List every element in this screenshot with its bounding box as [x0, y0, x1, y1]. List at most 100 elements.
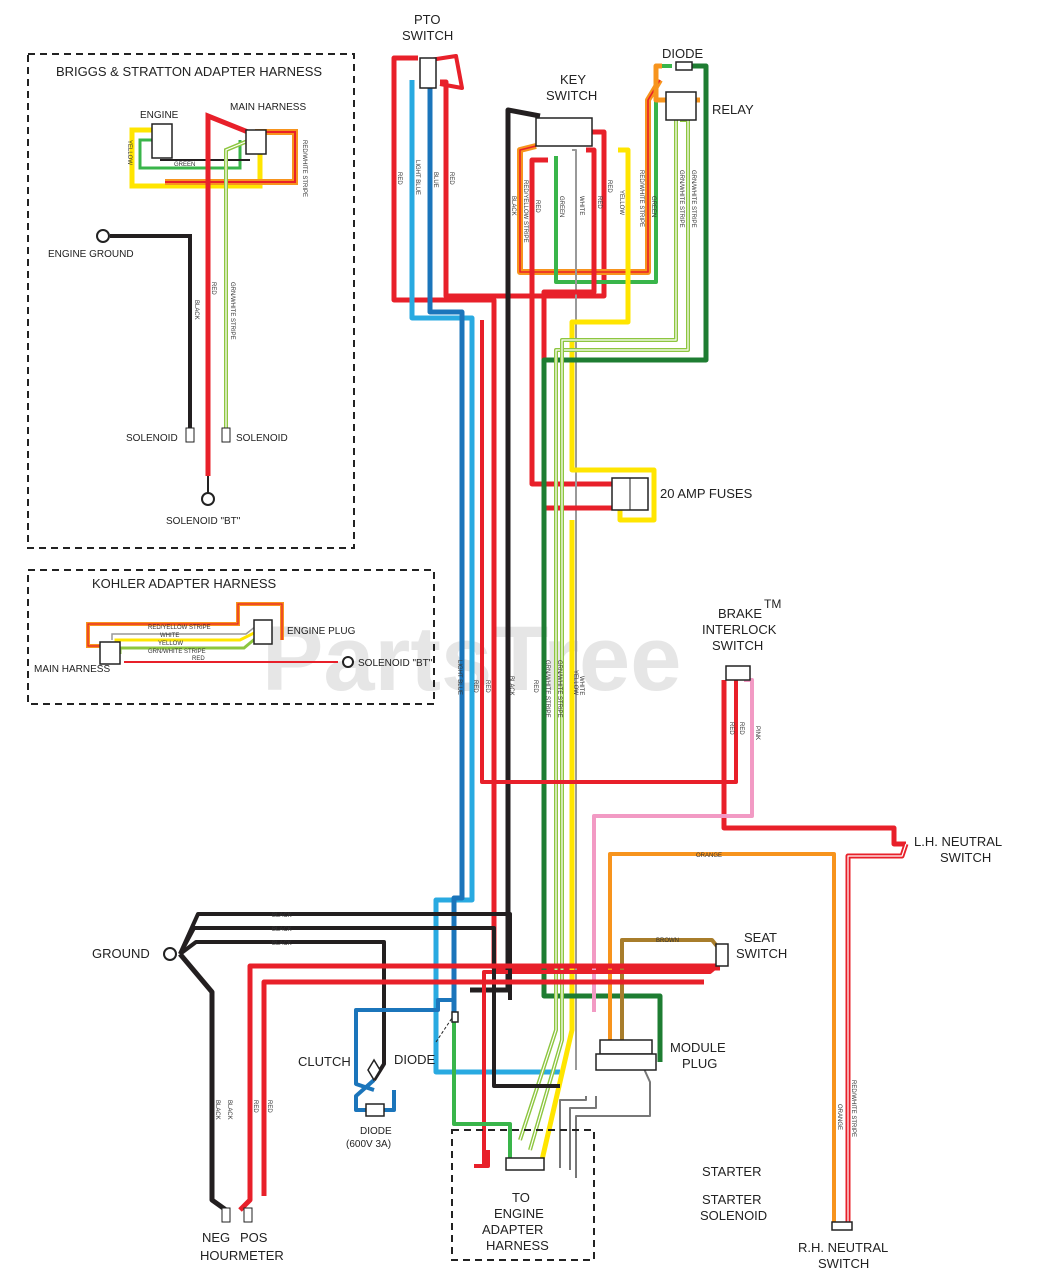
lbl-orange-rh: ORANGE [836, 1104, 842, 1130]
kohler-solenoid-terminal [342, 656, 354, 668]
briggs-black-wire [110, 234, 192, 432]
lbl-red-pto-2: RED [448, 172, 454, 185]
kohler-solenoid-label: SOLENOID "BT" [358, 658, 433, 669]
lbl-black-1: BLACK [272, 913, 292, 919]
kohler-lbl-white: WHITE [160, 633, 179, 639]
briggs-lbl-grnwhite: GRN/WHITE STRIPE [229, 282, 235, 340]
relay-body [665, 91, 697, 121]
wire-black-ground-2 [178, 926, 560, 1088]
kohler-main-connector [99, 641, 121, 665]
briggs-red-white-wire [165, 129, 298, 185]
solenoid-b-label: SOLENOID [236, 433, 288, 444]
brake-switch-label: BRAKE INTERLOCK SWITCH [702, 606, 780, 653]
key-switch-label-line-1: KEY [560, 72, 586, 87]
hourmeter-pos-terminal [243, 1207, 253, 1223]
seat-switch-label-line-1: SEAT [744, 930, 777, 945]
key-switch-label: KEY SWITCH [546, 72, 597, 103]
lbl-green-key: GREEN [558, 196, 564, 217]
wire-yellow-key [569, 147, 657, 523]
kohler-lbl-grn-white: GRN/WHITE STRIPE [148, 649, 206, 655]
briggs-inset-title: BRIGGS & STRATTON ADAPTER HARNESS [56, 64, 322, 79]
hourmeter-pos-label: POS [240, 1230, 268, 1245]
lbl-red-white-rh: RED/WHITE STRIPE [850, 1080, 856, 1137]
wire-orange [608, 852, 836, 1224]
lbl-grn-white-mid: GRN/WHITE STRIPE [544, 660, 550, 718]
wire-yellow-main [539, 520, 575, 1161]
engine-adapter-label-line-1: TO [512, 1190, 530, 1205]
lbl-yellow-mid: YELLOW [572, 670, 578, 695]
diode-mid-body [451, 1011, 459, 1023]
wire-red-hourmeter [238, 963, 720, 1212]
briggs-inset-border [27, 53, 355, 549]
wire-color-labels: RED LIGHT BLUE BLUE RED BLACK RED/YELLOW… [214, 160, 856, 1137]
kohler-inset-title: KOHLER ADAPTER HARNESS [92, 576, 277, 591]
wire-black-ground-3 [178, 940, 386, 1082]
briggs-lbl-black: BLACK [193, 300, 199, 320]
kohler-engine-plug-label: ENGINE PLUG [287, 626, 356, 637]
lbl-grn-white-relay-a: GRN/WHITE STRIPE [678, 170, 684, 228]
solenoid-bt-terminal [201, 492, 215, 506]
diode-bottom-label-line-1: DIODE [360, 1126, 392, 1137]
wire-white-key [572, 149, 577, 1070]
lbl-red-brake: RED [728, 722, 734, 735]
engine-adapter-label-line-2: ENGINE [494, 1206, 544, 1221]
wire-light-blue [409, 80, 560, 1075]
wire-blue-diode-loop [354, 1078, 396, 1112]
engine-adapter-label-line-3: ADAPTER [482, 1222, 543, 1237]
engine-adapter-label: TO ENGINE ADAPTER HARNESS [482, 1190, 549, 1253]
wire-black-key [470, 107, 541, 993]
briggs-adapter-harness-inset: BRIGGS & STRATTON ADAPTER HARNESS ENGINE… [27, 53, 355, 549]
hourmeter-neg-label: NEG [202, 1230, 230, 1245]
solenoid-a-terminal [185, 427, 195, 443]
lbl-brown: BROWN [656, 938, 679, 944]
diode-top-body [675, 61, 693, 71]
lbl-red-mid: RED [472, 680, 478, 693]
lbl-red-hourmeter-2: RED [266, 1100, 272, 1113]
rh-neutral-label: R.H. NEUTRAL SWITCH [798, 1240, 891, 1271]
wire-module-bundle [559, 1096, 587, 1168]
relay-label: RELAY [712, 102, 754, 117]
diode-bottom-label: DIODE (600V 3A) [346, 1126, 394, 1150]
lbl-red-white-relay: RED/WHITE STRIPE [638, 170, 644, 227]
kohler-engine-plug-connector [253, 619, 273, 645]
brake-switch-label-line-3: SWITCH [712, 638, 763, 653]
wire-red-pto-inner [440, 79, 607, 299]
lbl-white-mid: WHITE [578, 676, 584, 695]
key-switch-label-line-2: SWITCH [546, 88, 597, 103]
briggs-main-connector [245, 129, 267, 155]
briggs-engine-connector [151, 123, 173, 159]
engine-ground-label: ENGINE GROUND [48, 249, 134, 260]
hourmeter-neg-terminal [221, 1207, 231, 1223]
lbl-green-relay: GREEN [650, 196, 656, 217]
lh-neutral-label-line-2: SWITCH [940, 850, 991, 865]
module-plug-label-line-2: PLUG [682, 1056, 717, 1071]
pto-switch-label-line-1: PTO [414, 12, 441, 27]
briggs-lbl-green: GREEN [174, 162, 195, 168]
briggs-green-wire [138, 138, 242, 170]
briggs-main-harness-label: MAIN HARNESS [230, 102, 306, 113]
wire-brown [620, 938, 722, 1046]
seat-switch-label: SEAT SWITCH [736, 930, 787, 961]
lbl-black-3: BLACK [272, 941, 292, 947]
kohler-lbl-red-yellow: RED/YELLOW STRIPE [148, 625, 211, 631]
rh-neutral-switch-body [831, 1221, 853, 1231]
solenoid-a-label: SOLENOID [126, 433, 178, 444]
lbl-light-blue-mid: LIGHT BLUE [456, 660, 462, 695]
lbl-red-key: RED [534, 200, 540, 213]
diode-bottom-body [365, 1103, 385, 1117]
wire-red-lh-neutral [721, 680, 906, 847]
seat-switch-label-line-2: SWITCH [736, 946, 787, 961]
lbl-black-mid: BLACK [508, 676, 514, 696]
wire-red-white-rh [845, 843, 909, 1224]
lbl-red-hourmeter: RED [252, 1100, 258, 1113]
lbl-black-hourmeter-2: BLACK [226, 1100, 232, 1120]
kohler-main-harness-label: MAIN HARNESS [34, 664, 110, 675]
lbl-grn-white-mid-2: GRN/WHITE STRIPE [556, 660, 562, 718]
ground-terminal [163, 947, 177, 961]
seat-switch-body [715, 943, 729, 967]
kohler-lbl-red: RED [192, 656, 205, 662]
brake-switch-body [725, 665, 751, 681]
components: PTO SWITCH KEY SWITCH DIODE RELAY 20 AMP… [92, 12, 1002, 1271]
engine-adapter-connector [505, 1157, 545, 1171]
wire-black-hourmeter [178, 952, 228, 1213]
